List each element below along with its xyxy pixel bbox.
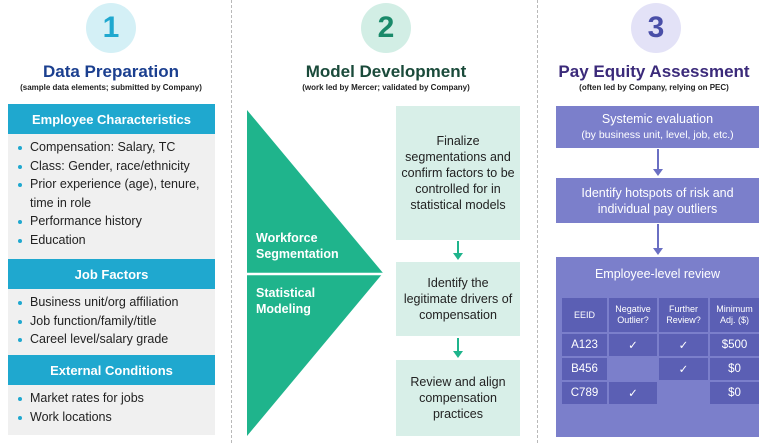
systemic-evaluation-detail: (by business unit, level, job, etc.) [581,129,734,141]
list-item: Work locations [16,408,209,427]
arrow-down-icon [653,224,663,255]
finalize-segmentations-step: Finalize segmentations and confirm facto… [396,106,520,240]
employee-characteristics-list: Compensation: Salary, TC Class: Gender, … [8,134,215,259]
table-row: A123 ✓ ✓ $500 [562,334,759,356]
job-factors-list: Business unit/org affiliation Job functi… [8,289,215,355]
list-item: Performance history [16,212,209,231]
review-practices-step: Review and align compensation practices [396,360,520,436]
adjustment-cell: $0 [710,358,759,380]
list-item: Class: Gender, race/ethnicity [16,157,209,176]
list-item: Compensation: Salary, TC [16,138,209,157]
statistical-modeling-label: Statistical Modeling [256,286,316,316]
systemic-evaluation-label: Systemic evaluation [601,112,714,126]
divider-right [537,0,538,443]
identify-drivers-step: Identify the legitimate drivers of compe… [396,262,520,336]
job-factors-header: Job Factors [8,259,215,289]
workforce-segmentation-label: Workforce Segmentation [256,231,339,261]
arrow-down-icon [653,149,663,176]
external-conditions-header: External Conditions [8,355,215,385]
arrow-down-icon [453,338,463,358]
eeid-column-header: EEID [562,298,607,332]
list-item: Market rates for jobs [16,389,209,408]
table-header-row: EEID Negative Outlier? Further Review? M… [562,298,759,332]
phase2-subtitle: (work led by Mercer; validated by Compan… [302,83,470,92]
external-conditions-list: Market rates for jobs Work locations [8,385,215,435]
further-review-column-header: Further Review? [659,298,708,332]
arrow-down-icon [453,241,463,260]
eeid-cell: B456 [562,358,607,380]
phase2-number-badge: 2 [361,3,411,53]
eeid-cell: C789 [562,382,607,404]
phase3-subtitle: (often led by Company, relying on PEC) [579,83,729,92]
phase1-title: Data Preparation [42,62,180,81]
check-icon: ✓ [659,358,708,380]
employee-characteristics-header: Employee Characteristics [8,104,215,134]
list-item: Prior experience (age), tenure, time in … [16,175,209,212]
employee-level-review-title: Employee-level review [594,267,721,281]
adjustment-cell: $500 [710,334,759,356]
check-icon: ✓ [609,334,657,356]
list-item: Business unit/org affiliation [16,293,209,312]
employee-review-table: EEID Negative Outlier? Further Review? M… [560,296,761,406]
identify-hotspots-box: Identify hotspots of risk and individual… [556,178,759,223]
check-icon: ✓ [659,334,708,356]
phase3-number-badge: 3 [631,3,681,53]
table-row: B456 ✓ $0 [562,358,759,380]
systemic-evaluation-box: Systemic evaluation (by business unit, l… [556,106,759,148]
negative-outlier-column-header: Negative Outlier? [609,298,657,332]
phase3-title: Pay Equity Assessment [558,62,750,81]
segmentation-triangle [247,110,383,436]
minimum-adj-column-header: Minimum Adj. ($) [710,298,759,332]
eeid-cell: A123 [562,334,607,356]
empty-cell [609,358,657,380]
divider-left [231,0,232,443]
phase1-subtitle: (sample data elements; submitted by Comp… [20,83,202,92]
table-row: C789 ✓ $0 [562,382,759,404]
phase1-number-badge: 1 [86,3,136,53]
list-item: Job function/family/title [16,312,209,331]
list-item: Careel level/salary grade [16,330,209,349]
identify-hotspots-label: Identify hotspots of risk and individual… [581,185,734,216]
list-item: Education [16,231,209,250]
check-icon: ✓ [609,382,657,404]
phase2-title: Model Development [305,62,467,81]
empty-cell [659,382,708,404]
adjustment-cell: $0 [710,382,759,404]
